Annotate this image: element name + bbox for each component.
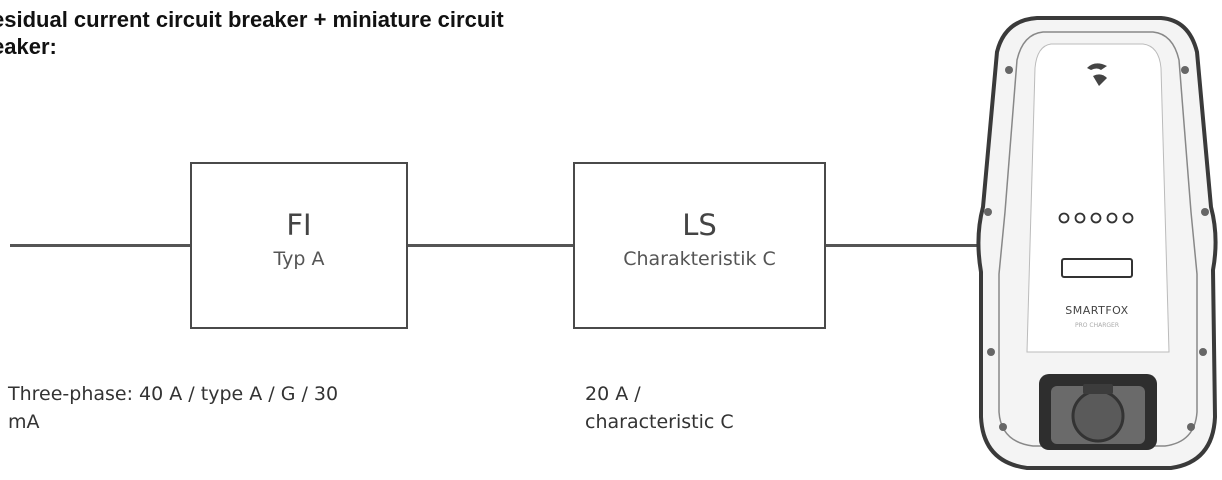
screw-icon <box>1187 423 1195 431</box>
fi-spec-line2: mA <box>8 411 40 433</box>
screw-icon <box>999 423 1007 431</box>
screw-icon <box>1005 66 1013 74</box>
display-window <box>1061 258 1133 278</box>
charger-inner-panel <box>998 31 1198 447</box>
led-indicator <box>1122 212 1134 224</box>
fi-label: FI <box>286 208 312 242</box>
input-wire <box>10 244 190 247</box>
fi-type-label: Typ A <box>273 248 325 270</box>
screw-icon <box>987 348 995 356</box>
fi-to-ls-wire <box>408 244 573 247</box>
led-indicator <box>1090 212 1102 224</box>
socket-latch <box>1083 384 1113 394</box>
ls-characteristic-label: Charakteristik C <box>623 248 776 270</box>
led-indicator <box>1074 212 1086 224</box>
screw-icon <box>1199 348 1207 356</box>
led-indicator <box>1106 212 1118 224</box>
led-indicator-row <box>1058 212 1134 224</box>
ls-spec-line2: characteristic C <box>585 411 734 433</box>
ls-to-charger-wire <box>826 244 981 247</box>
wallbox-charger: SMARTFOX PRO CHARGER <box>976 16 1218 470</box>
led-indicator <box>1058 212 1070 224</box>
screw-icon <box>1181 66 1189 74</box>
diagram-title: esidual current circuit breaker + miniat… <box>0 7 504 59</box>
ls-spec-note: 20 A / characteristic C <box>585 380 734 436</box>
fi-breaker-box: FI Typ A <box>190 162 408 329</box>
charger-brand: SMARTFOX <box>1065 304 1128 317</box>
charging-socket-icon <box>1071 389 1125 443</box>
fi-spec-line1: Three-phase: 40 A / type A / G / 30 <box>8 383 339 405</box>
fox-logo-icon <box>1087 63 1107 86</box>
screw-icon <box>1201 208 1209 216</box>
fi-spec-note: Three-phase: 40 A / type A / G / 30 mA <box>8 380 338 436</box>
ls-label: LS <box>682 208 717 242</box>
ls-breaker-box: LS Charakteristik C <box>573 162 826 329</box>
charger-model: PRO CHARGER <box>1075 322 1119 329</box>
screw-icon <box>984 208 992 216</box>
ls-spec-line1: 20 A / <box>585 383 641 405</box>
